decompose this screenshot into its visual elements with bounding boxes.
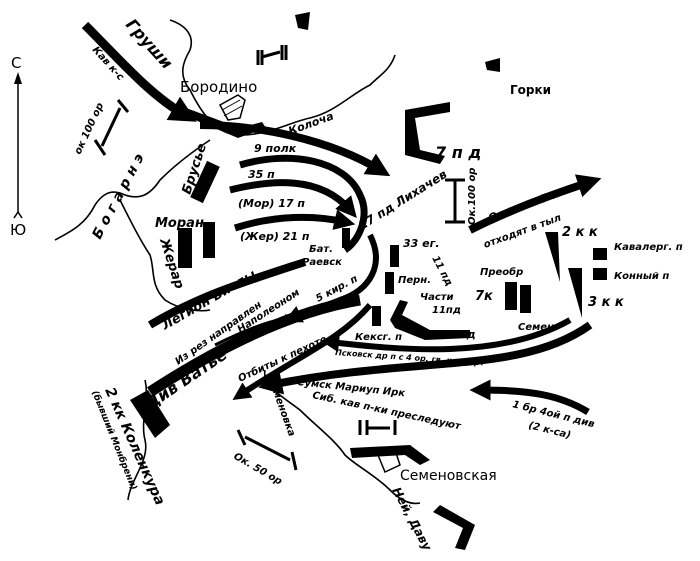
artillery [93, 45, 465, 471]
unit-borodino [176, 105, 266, 138]
artillery-icon [358, 420, 397, 435]
unit-semenovskaya [350, 445, 430, 465]
unit-semen [520, 285, 531, 313]
artillery-icon [236, 429, 298, 471]
arrow-vatie [147, 294, 361, 397]
arrow-pskovsk [321, 317, 572, 353]
label-33eg: 33 ег. [403, 237, 440, 250]
unit-keksg [372, 306, 381, 326]
unit-7pd [405, 102, 450, 164]
borodino-village-icon [218, 94, 246, 121]
unit-ney [433, 505, 475, 550]
label-pern: Перн. [398, 275, 431, 286]
artillery-icon [93, 99, 130, 156]
label-gorki: Горки [510, 83, 551, 97]
compass-south: Ю [10, 221, 26, 239]
label-chasti-11pd: 11пд [432, 305, 461, 316]
label-likhachev: 27 пд Лихачев [356, 167, 450, 233]
compass-north: С [11, 54, 21, 72]
label-mor17: (Мор) 17 п [238, 197, 305, 210]
unit-2kk [545, 232, 560, 282]
label-ney: Ней, Даву [389, 485, 435, 554]
arrow-zher21 [233, 209, 356, 232]
arrow-ostatki [468, 174, 602, 234]
arrow-35p [238, 154, 368, 253]
label-chasti: Части [420, 292, 454, 303]
label-zher21: (Жер) 21 п [240, 230, 310, 243]
label-semenovskaya: Семеновская [400, 468, 497, 484]
stream [119, 199, 211, 312]
label-ok100-right: Ок.100 ор [467, 168, 478, 225]
label-bat: Бат. [309, 244, 333, 255]
label-borodino: Бородино [180, 78, 257, 96]
arrow-1br [469, 379, 590, 415]
arrow-9polk [199, 121, 391, 177]
label-moran: Моран [155, 216, 204, 231]
label-grushi: Груши [122, 15, 176, 73]
label-semen: Семен [518, 322, 554, 333]
unit-preobr [505, 282, 517, 310]
label-9polk: 9 полк [254, 142, 297, 155]
label-2kk: 2 к к [562, 225, 599, 240]
label-kavalerg: Кавалерг. п [614, 242, 683, 253]
unit-33eg [390, 245, 399, 267]
arrow-sumsk [258, 321, 593, 395]
label-kolocha: Колоча [287, 109, 336, 137]
label-11pd: 11 пд [429, 254, 454, 288]
unit-zherar-1 [178, 228, 192, 268]
label-2ksa: (2 к-са) [527, 420, 572, 441]
movement-arrows [81, 21, 602, 415]
label-ok50: Ок. 50 ор [232, 451, 284, 488]
river-voina [54, 139, 211, 241]
label-3kk: 3 к к [588, 295, 625, 310]
unit-konny [593, 268, 607, 280]
unit-raevsky [342, 228, 350, 248]
label-keksg: Кексг. п [355, 332, 402, 343]
unit-23pd [390, 300, 470, 340]
gorki-village-icon [485, 58, 500, 72]
north-arrow-icon [14, 72, 22, 84]
arrow-legion [147, 258, 307, 329]
label-konny: Конный п [614, 271, 669, 282]
arrow-mor17 [229, 179, 357, 218]
unit-kolenkur [130, 390, 170, 438]
label-35p: 35 п [248, 168, 275, 181]
unit-pern [385, 272, 394, 294]
arrow-grushi [81, 21, 197, 122]
artillery-icon [445, 178, 465, 224]
label-7pd: 7 п д [435, 143, 481, 162]
unit-zherar-2 [203, 222, 215, 258]
unit-brusie [190, 160, 220, 204]
label-23pd: 23 пд [440, 328, 476, 341]
unit-3kk [568, 268, 582, 318]
label-preobr: Преобр [480, 266, 523, 278]
label-raevsk: Раевск [302, 257, 342, 268]
compass: С Ю [10, 54, 26, 239]
bunker-icon [295, 12, 310, 30]
unit-kavalerg [593, 248, 607, 260]
artillery-icon [256, 45, 288, 65]
label-7k: 7к [475, 289, 494, 304]
